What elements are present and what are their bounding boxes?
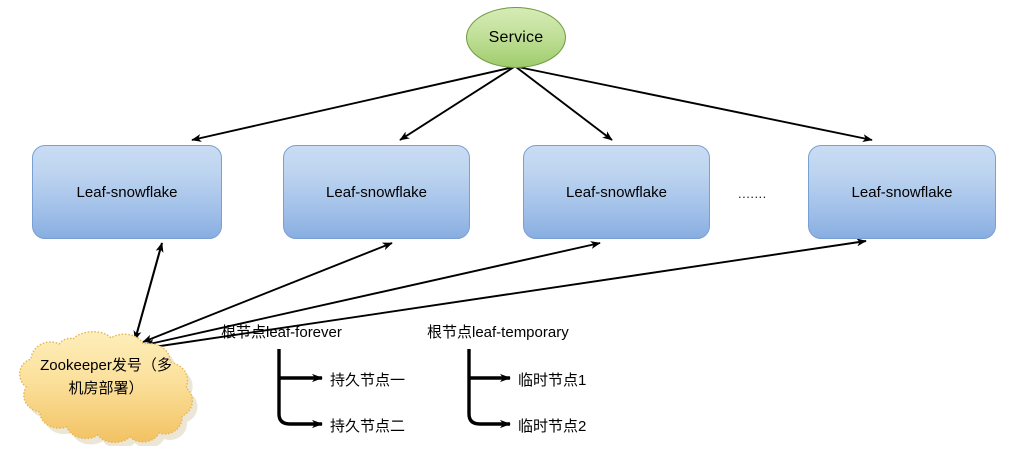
edge-service-to-leaf-3 — [515, 66, 613, 141]
tree-forever-connector — [277, 349, 323, 429]
edge-service-to-leaf-4 — [517, 66, 873, 143]
leaf-snowflake-label: Leaf-snowflake — [326, 183, 427, 201]
service-node[interactable]: Service — [466, 7, 566, 68]
leaf-snowflake-label: Leaf-snowflake — [566, 183, 667, 201]
zookeeper-label-line-2: 机房部署） — [68, 380, 144, 397]
tree-forever-child-1-label: 持久节点一 — [330, 372, 406, 389]
tree-temporary-root-label: 根节点leaf-temporary — [427, 324, 569, 341]
leaf-snowflake-node-2[interactable]: Leaf-snowflake — [283, 145, 470, 239]
cloud-shape-icon — [19, 331, 198, 446]
zookeeper-cloud-node[interactable]: Zookeeper发号（多 机房部署） — [8, 330, 204, 446]
leaf-snowflake-label: Leaf-snowflake — [76, 183, 178, 201]
tree-forever-root-label: 根节点leaf-forever — [221, 324, 342, 341]
zookeeper-cloud-label: Zookeeper发号（多 机房部署） — [20, 354, 192, 400]
edge-leaf-1-zookeeper-bidirectional — [133, 242, 164, 341]
tree-temporary-child-1-label: 临时节点1 — [518, 372, 587, 389]
tree-temporary-connector — [467, 349, 511, 429]
tree-temporary-child-2-label: 临时节点2 — [518, 418, 587, 435]
leaf-nodes-ellipsis: ....... — [738, 186, 767, 201]
leaf-snowflake-label: Leaf-snowflake — [851, 183, 953, 201]
leaf-snowflake-node-4[interactable]: Leaf-snowflake — [808, 145, 996, 239]
leaf-snowflake-node-3[interactable]: Leaf-snowflake — [523, 145, 710, 239]
edge-service-to-leaf-1 — [191, 66, 515, 142]
edge-service-to-leaf-2 — [399, 66, 515, 141]
zookeeper-label-line-1: Zookeeper发号（多 — [40, 357, 172, 374]
tree-forever-child-2-label: 持久节点二 — [330, 418, 406, 435]
leaf-snowflake-node-1[interactable]: Leaf-snowflake — [32, 145, 222, 239]
service-node-label: Service — [488, 28, 544, 46]
